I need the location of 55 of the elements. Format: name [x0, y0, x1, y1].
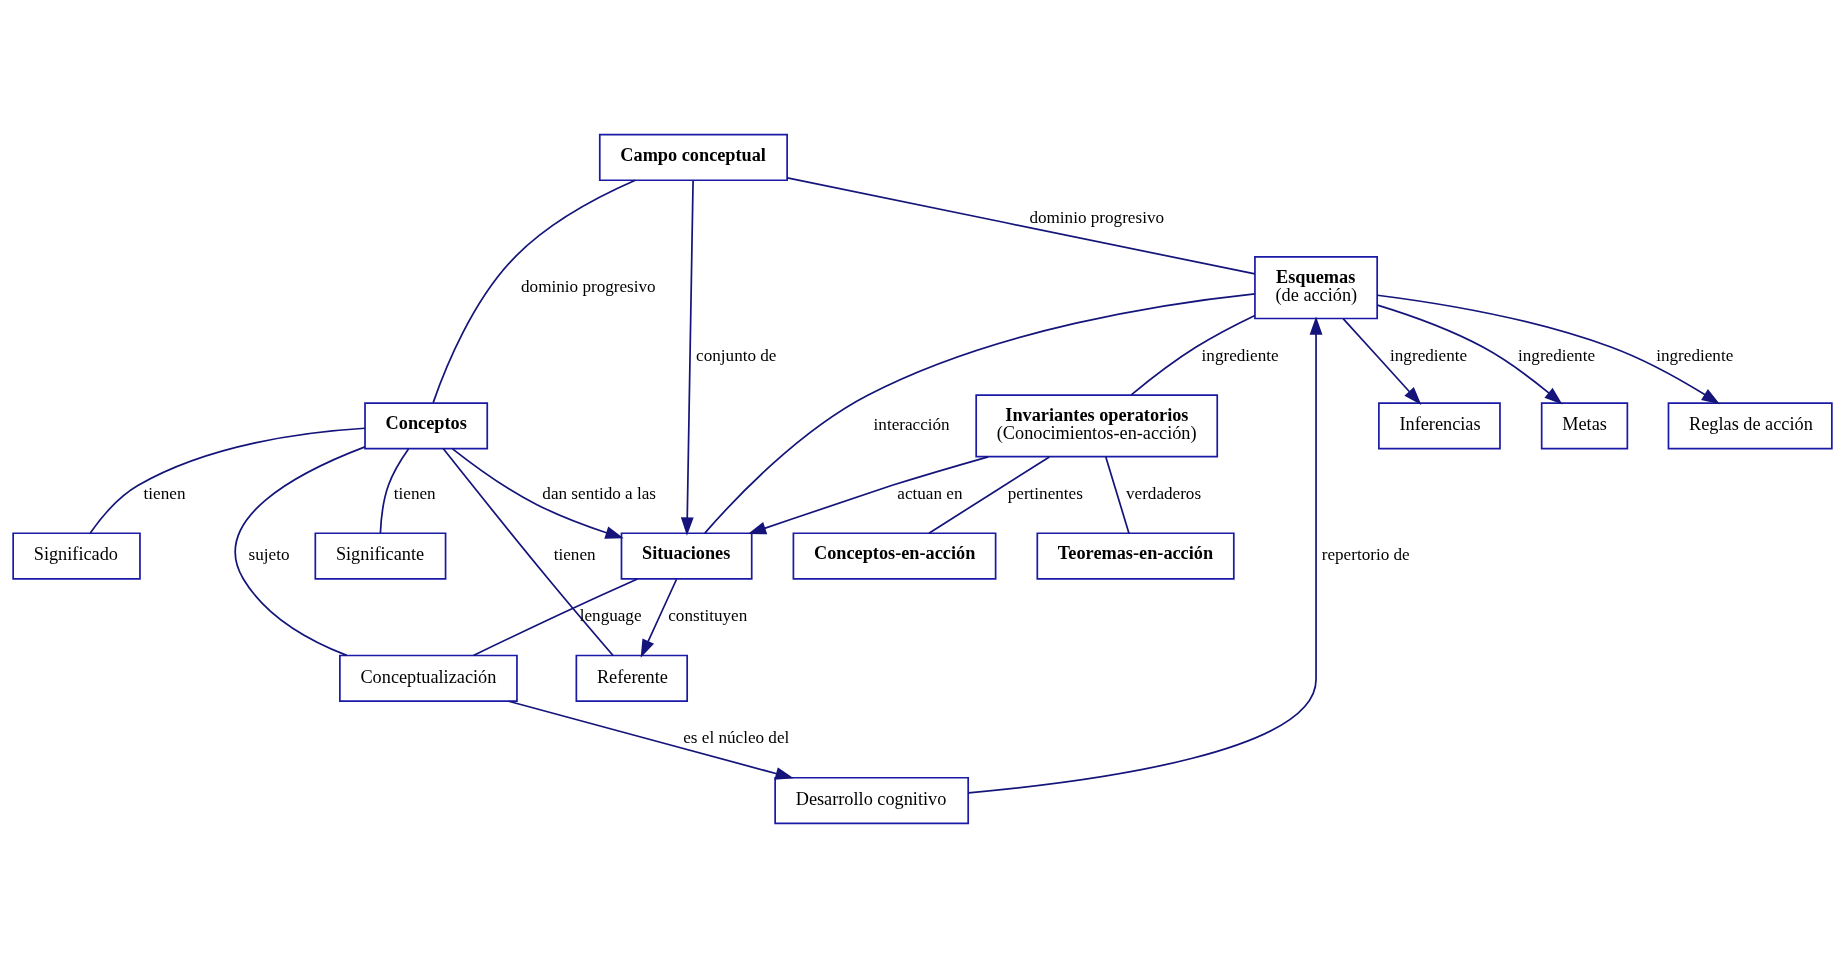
connector: [432, 179, 637, 404]
connector: [703, 293, 1256, 534]
edge-label: ingrediente: [1656, 345, 1734, 365]
edge-label: dominio progresivo: [521, 276, 656, 296]
edge-label: es el núcleo del: [683, 728, 790, 748]
edge-label: conjunto de: [696, 345, 777, 365]
edge-label: tienen: [393, 483, 436, 503]
node-box: Teoremas-en-acción: [1036, 532, 1235, 580]
node-box: Conceptos: [364, 402, 489, 450]
connector: [1130, 314, 1256, 396]
arrow: [1342, 317, 1422, 405]
edge-label: tienen: [143, 483, 186, 503]
node-box: Conceptos-en-acción: [792, 532, 997, 580]
node-box: Esquemas (de acción): [1254, 255, 1379, 320]
connector: [1104, 456, 1130, 534]
edge-label: lenguage: [579, 606, 642, 626]
edge-label: sujeto: [248, 545, 290, 565]
connector: [786, 177, 1256, 275]
edge-label: repertorio de: [1321, 545, 1410, 565]
arrow: [507, 700, 794, 780]
edge-label: ingrediente: [1390, 345, 1468, 365]
edge-label: constituyen: [668, 606, 748, 626]
node-box: Invariantes operatorios (Conocimientos-en-acción): [975, 394, 1219, 458]
node-box: Inferencias: [1378, 402, 1501, 450]
edge-label: pertinentes: [1007, 483, 1083, 503]
arrow: [680, 179, 694, 536]
edge-label: interacción: [873, 414, 950, 434]
connector: [89, 427, 366, 534]
edge-label: tienen: [553, 545, 596, 565]
edge-label: ingrediente: [1518, 345, 1596, 365]
node-box: Significado: [12, 532, 141, 580]
node-box: Campo conceptual: [598, 133, 788, 182]
arrow: [451, 447, 624, 539]
node-box: Significante: [314, 532, 447, 580]
arrow: [640, 578, 678, 658]
edge-label: actuan en: [897, 483, 963, 503]
edge-label: dominio progresivo: [1029, 207, 1165, 227]
connector: [472, 578, 639, 657]
edge-label: dan sentido a las: [542, 483, 657, 503]
connector: [928, 456, 1051, 534]
arrow: [967, 316, 1323, 794]
connector: [379, 448, 410, 534]
edge-label: verdaderos: [1125, 483, 1202, 503]
node-box: Conceptualización: [339, 654, 518, 703]
arrow: [1376, 304, 1563, 405]
node-box: Desarrollo cognitivo: [774, 776, 970, 825]
node-box: Referente: [575, 654, 689, 703]
arrow: [747, 456, 990, 535]
connector: [442, 447, 614, 657]
node-box: Metas: [1540, 402, 1629, 450]
node-box: Situaciones: [620, 532, 753, 580]
edge-label: ingrediente: [1201, 345, 1279, 365]
connector: [234, 446, 366, 657]
node-box: Reglas de acción: [1667, 402, 1833, 450]
arrow: [1376, 294, 1720, 405]
